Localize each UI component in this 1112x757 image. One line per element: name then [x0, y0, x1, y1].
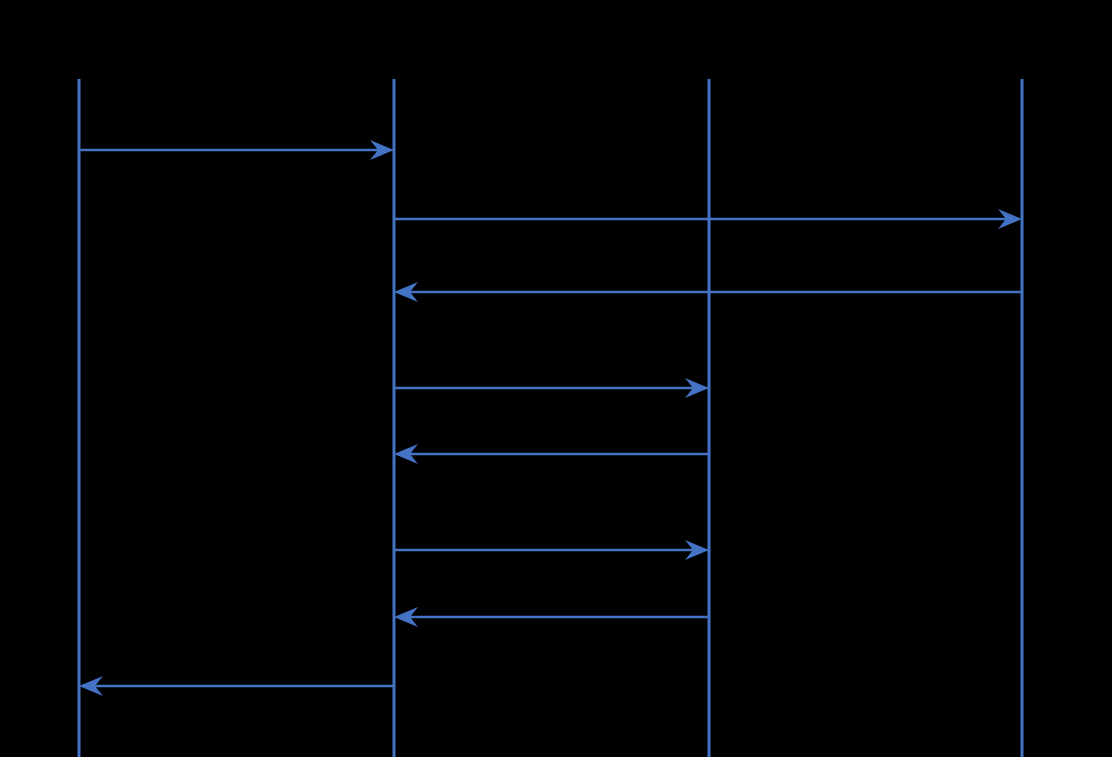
message-2-arrowhead-icon	[998, 209, 1022, 229]
message-5	[394, 444, 709, 464]
message-6	[394, 540, 709, 560]
message-3-arrowhead-icon	[394, 282, 418, 302]
message-7-arrowhead-icon	[394, 607, 418, 627]
message-7	[394, 607, 709, 627]
message-6-arrowhead-icon	[685, 540, 709, 560]
message-1	[79, 140, 394, 160]
message-5-arrowhead-icon	[394, 444, 418, 464]
message-4-arrowhead-icon	[685, 378, 709, 398]
message-3	[394, 282, 1022, 302]
message-4	[394, 378, 709, 398]
message-1-arrowhead-icon	[370, 140, 394, 160]
message-2	[394, 209, 1022, 229]
message-8	[79, 676, 394, 696]
message-8-arrowhead-icon	[79, 676, 103, 696]
